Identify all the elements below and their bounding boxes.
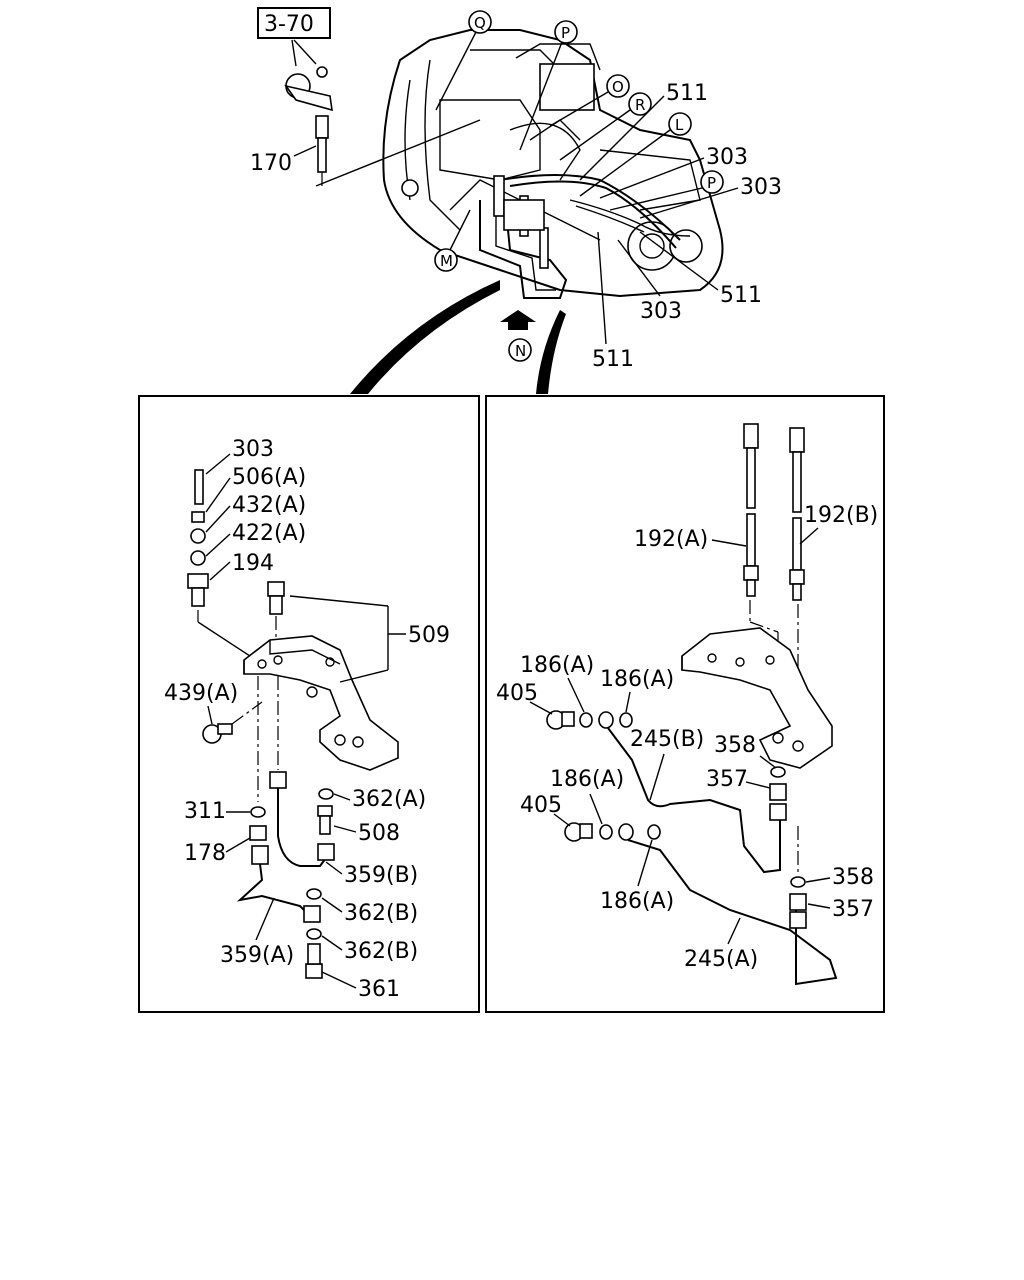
callout-n: N: [515, 342, 526, 360]
label-192b: 192(B): [804, 503, 878, 528]
label-245b: 245(B): [630, 727, 704, 752]
label-359a: 359(A): [220, 943, 294, 968]
label-361: 361: [358, 977, 400, 1002]
label-303: 303: [232, 437, 274, 462]
left-detail-panel: 303 506(A) 432(A) 422(A) 194 509 43: [138, 395, 480, 1013]
label-362a: 362(A): [352, 787, 426, 812]
label-357-upper: 357: [706, 767, 748, 792]
bracket-509: [243, 635, 399, 771]
label-506a: 506(A): [232, 465, 306, 490]
label-359b: 359(B): [344, 863, 418, 888]
label-186a-3: 186(A): [550, 767, 624, 792]
label-303-top: 303: [706, 145, 748, 170]
label-511-bottom: 511: [592, 347, 634, 372]
clamp-part: [284, 66, 333, 188]
left-sweep-arc: [350, 280, 500, 394]
label-439a: 439(A): [164, 681, 238, 706]
label-311: 311: [184, 799, 226, 824]
label-511-right: 511: [720, 283, 762, 308]
right-detail-panel: 192(A) 192(B) 405 186(A) 186(A): [485, 395, 885, 1013]
view-arrow: [500, 310, 536, 330]
callout-o: O: [612, 78, 624, 96]
callout-l: L: [675, 116, 684, 134]
label-178: 178: [184, 841, 226, 866]
reference-box: [257, 7, 331, 39]
callout-circles: Q P O R L P M N: [434, 10, 724, 362]
label-357-lower: 357: [832, 897, 874, 922]
label-432a: 432(A): [232, 493, 306, 518]
label-186a-2: 186(A): [600, 667, 674, 692]
label-509: 509: [408, 623, 450, 648]
transmission-housing: [382, 29, 724, 299]
label-303-bottom: 303: [640, 299, 682, 324]
label-362b-upper: 362(B): [344, 901, 418, 926]
label-358-upper: 358: [714, 733, 756, 758]
callout-q: Q: [474, 14, 486, 32]
label-358-lower: 358: [832, 865, 874, 890]
label-362b-lower: 362(B): [344, 939, 418, 964]
callout-r: R: [635, 96, 645, 114]
callout-m: M: [440, 252, 453, 270]
callout-p-right: P: [707, 174, 716, 192]
label-511-top: 511: [666, 81, 708, 106]
label-245a: 245(A): [684, 947, 758, 972]
transmission-assembly: 3-70 170: [250, 7, 782, 394]
label-194: 194: [232, 551, 274, 576]
callout-p-top: P: [561, 24, 570, 42]
label-508: 508: [358, 821, 400, 846]
label-186a-4: 186(A): [600, 889, 674, 914]
reference-box-label: 3-70: [264, 12, 314, 37]
label-422a: 422(A): [232, 521, 306, 546]
label-170: 170: [250, 151, 292, 176]
label-192a: 192(A): [634, 527, 708, 552]
right-sweep-arc: [536, 310, 566, 394]
label-186a-1: 186(A): [520, 653, 594, 678]
right-bracket: [681, 627, 833, 769]
label-303-right: 303: [740, 175, 782, 200]
label-405-lower: 405: [520, 793, 562, 818]
